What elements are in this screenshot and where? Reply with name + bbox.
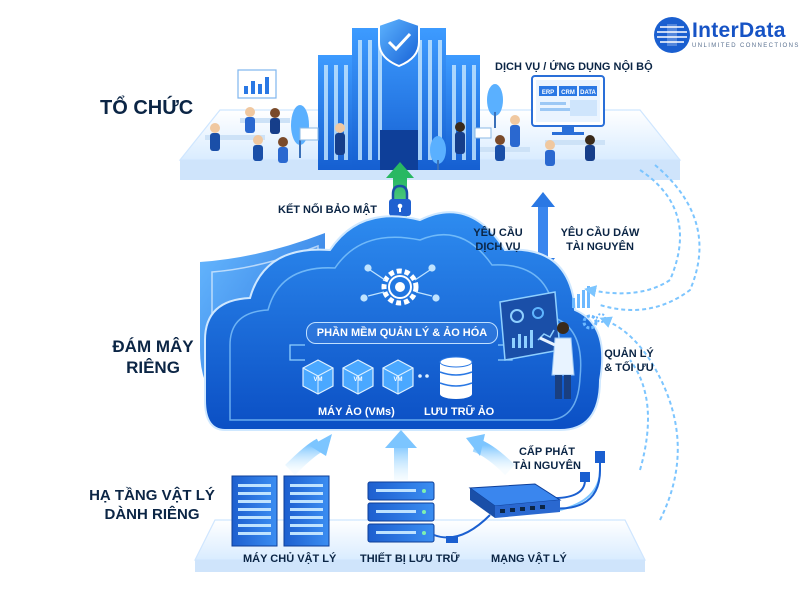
gear-icon	[381, 268, 419, 306]
bar-chart-icon	[572, 286, 590, 308]
analytics-board-icon	[237, 69, 277, 99]
layer-label-organization: TỔ CHỨC	[100, 97, 194, 119]
lock-icon	[389, 184, 411, 216]
network-nodes-icon	[360, 264, 440, 302]
resource-allocation-label: CẤP PHÁT TÀI NGUYÊN	[513, 446, 581, 472]
more-dots	[418, 374, 429, 378]
physical-servers-label: MÁY CHỦ VẬT LÝ	[243, 553, 337, 565]
virtual-machines-label: MÁY ẢO (VMs)	[318, 406, 395, 418]
storage-device-stack	[367, 481, 435, 543]
layer-label-infrastructure: HẠ TẦNG VẬT LÝ DÀNH RIÊNG	[89, 487, 215, 523]
logo-tagline: UNLIMITED CONNECTIONS	[692, 43, 800, 49]
interdata-logo-icon	[654, 17, 690, 53]
physical-server-1	[231, 475, 278, 547]
virtual-storage-label: LƯU TRỮ ẢO	[424, 406, 495, 418]
resource-request-label: YÊU CẦU DÁW TÀI NGUYÊN	[560, 227, 640, 253]
physical-server-2	[283, 475, 330, 547]
app-monitor-content	[540, 100, 597, 116]
resource-flow-arrows	[285, 430, 515, 480]
internal-apps-title: DỊCH VỤ / ỨNG DỤNG NỘI BỘ	[495, 61, 653, 73]
admin-operator	[539, 322, 575, 399]
office-workers-left	[205, 107, 345, 163]
database-icon	[439, 356, 473, 399]
vm-cube-2: VM	[342, 359, 374, 395]
svg-text:VM: VM	[354, 377, 363, 383]
secure-connection-label: KẾT NỐI BẢO MẬT	[278, 204, 377, 216]
app-tab-erp: ERP	[539, 86, 557, 96]
trees	[291, 84, 503, 170]
svg-text:VM: VM	[314, 377, 323, 383]
app-tab-data: DATA	[579, 86, 597, 96]
management-software-pill: PHẦN MỀM QUẢN LÝ & ẢO HÓA	[306, 322, 498, 344]
manage-optimize-label: QUẢN LÝ & TỐI ƯU	[604, 348, 654, 374]
physical-network-label: MẠNG VẬT LÝ	[491, 553, 567, 565]
svg-text:VM: VM	[394, 377, 403, 383]
svg-text:DATA: DATA	[580, 90, 596, 96]
office-workers-right	[455, 115, 605, 166]
service-request-label: YÊU CẦU DỊCH VỤ	[473, 227, 523, 253]
storage-devices-label: THIẾT BỊ LƯU TRỮ	[360, 553, 460, 565]
vm-cube-3: VM	[382, 359, 414, 395]
svg-text:CRM: CRM	[561, 90, 575, 96]
logo-brand: InterData	[692, 19, 786, 42]
shield-check-icon	[378, 16, 420, 68]
management-dashboard-panel	[499, 291, 561, 361]
layer-label-private-cloud: ĐÁM MÂY RIÊNG	[112, 337, 194, 377]
app-tab-crm: CRM	[559, 86, 577, 96]
interdata-logo: InterData UNLIMITED CONNECTIONS	[692, 20, 800, 51]
svg-text:ERP: ERP	[542, 90, 554, 96]
network-switch	[468, 483, 562, 518]
storage-cable	[433, 514, 491, 543]
vm-cube-1: VM	[302, 359, 334, 395]
